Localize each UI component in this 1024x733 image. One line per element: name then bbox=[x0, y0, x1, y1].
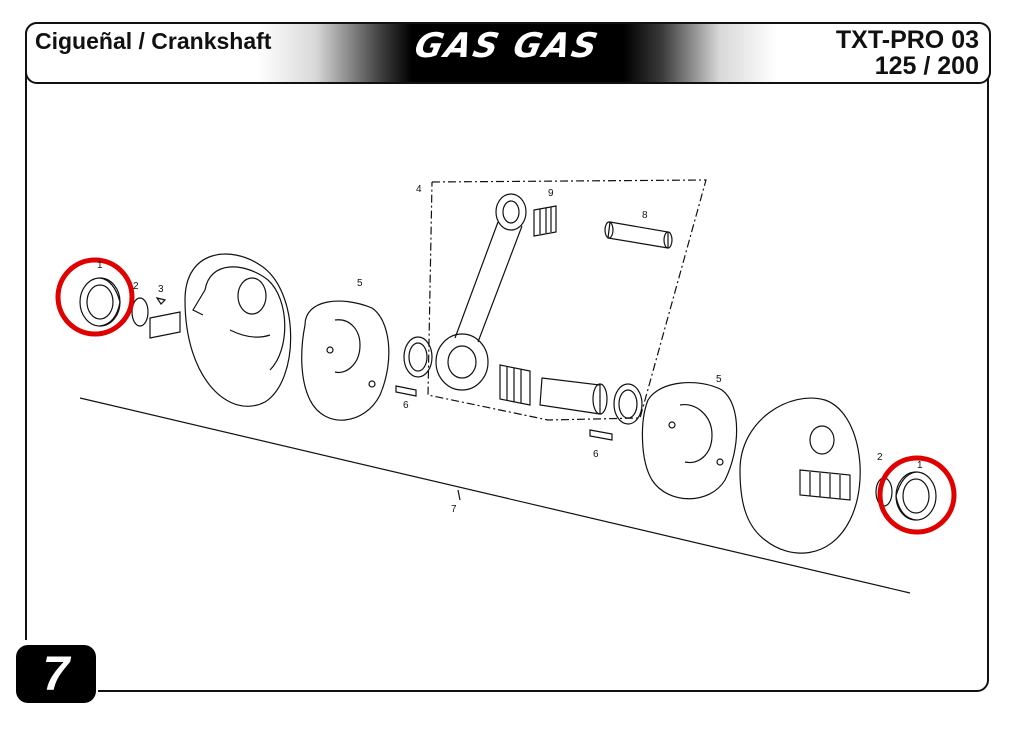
right-oil-seal bbox=[895, 471, 937, 521]
highlight-right-seal bbox=[877, 455, 957, 535]
part-label-8: 8 bbox=[642, 210, 648, 221]
part-label-2-left: 2 bbox=[133, 281, 139, 292]
left-filler-insert bbox=[301, 300, 390, 421]
header-bar: Cigueñal / Crankshaft GAS GAS TXT-PRO 03… bbox=[25, 22, 991, 84]
conrod-group-box bbox=[427, 179, 707, 421]
model-name: TXT-PRO 03 bbox=[835, 26, 979, 54]
left-thrust-washer bbox=[403, 336, 433, 378]
part-label-7: 7 bbox=[451, 504, 457, 515]
part-label-6-right: 6 bbox=[593, 449, 599, 460]
connecting-rod bbox=[435, 193, 527, 391]
crank-pin bbox=[539, 377, 608, 415]
page-number: 7 bbox=[16, 645, 96, 703]
part-label-2-right: 2 bbox=[877, 452, 883, 463]
part-label-5-left: 5 bbox=[357, 278, 363, 289]
part-label-4: 4 bbox=[416, 184, 422, 195]
piston-pin bbox=[604, 221, 673, 249]
highlight-left-seal bbox=[55, 257, 135, 337]
part-label-9: 9 bbox=[548, 188, 554, 199]
page-title: Cigueñal / Crankshaft bbox=[35, 28, 272, 54]
small-end-bearing bbox=[533, 205, 557, 237]
part-label-1-right: 1 bbox=[917, 460, 923, 471]
right-crank-web bbox=[739, 397, 861, 554]
model-label: TXT-PRO 03 125 / 200 bbox=[836, 27, 979, 79]
right-filler-insert bbox=[641, 381, 738, 500]
part-label-6-left: 6 bbox=[403, 400, 409, 411]
left-oil-seal bbox=[79, 277, 121, 327]
big-end-bearing bbox=[499, 364, 531, 406]
left-circlip bbox=[131, 297, 149, 327]
part-label-5-right: 5 bbox=[716, 374, 722, 385]
part-label-1-left: 1 bbox=[97, 260, 103, 271]
woodruff-key bbox=[155, 297, 167, 305]
axis-line bbox=[79, 397, 911, 594]
right-bolt bbox=[589, 429, 613, 441]
left-shaft-stub bbox=[149, 311, 181, 339]
left-bolt bbox=[395, 385, 417, 397]
leader-7 bbox=[457, 489, 461, 501]
part-label-3: 3 bbox=[158, 284, 164, 295]
page-frame bbox=[25, 22, 989, 692]
left-crank-web bbox=[184, 253, 292, 407]
model-displacement: 125 / 200 bbox=[874, 52, 979, 80]
right-thrust-washer bbox=[613, 383, 643, 425]
